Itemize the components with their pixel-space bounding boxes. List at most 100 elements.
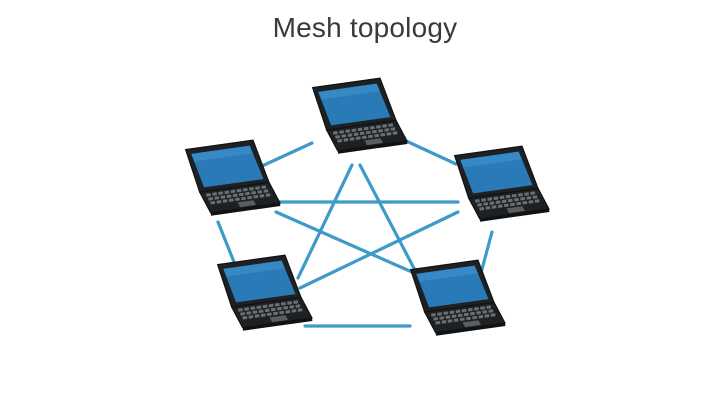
- laptop-key: [214, 196, 220, 200]
- diagram-title: Mesh topology: [272, 12, 458, 43]
- laptop-key: [524, 192, 530, 196]
- laptop-key: [255, 186, 261, 190]
- laptop-key: [281, 302, 286, 306]
- laptop-key: [242, 316, 248, 320]
- laptop-key: [466, 316, 471, 321]
- laptop-key: [532, 195, 538, 199]
- laptop-key: [247, 195, 253, 200]
- laptop-key: [368, 134, 373, 139]
- laptop-key: [224, 190, 230, 195]
- laptop-key: [291, 309, 297, 313]
- laptop-key: [479, 207, 485, 211]
- laptop-key: [369, 125, 375, 130]
- laptop-key: [265, 193, 271, 197]
- laptop-key: [478, 314, 484, 319]
- laptop-key: [499, 195, 505, 200]
- laptop-key: [264, 308, 270, 313]
- laptop-key: [228, 198, 234, 202]
- laptop-key: [238, 192, 244, 197]
- nodes-layer: [184, 77, 550, 336]
- laptop-trackpad: [269, 315, 289, 323]
- laptop-key: [392, 131, 398, 135]
- laptop-key: [495, 200, 501, 204]
- laptop-key: [226, 194, 232, 198]
- laptop-key: [234, 197, 240, 202]
- laptop-key: [337, 139, 343, 143]
- laptop-key: [339, 130, 345, 134]
- laptop-key: [437, 312, 443, 316]
- laptop-key: [285, 309, 291, 314]
- laptop-key: [270, 307, 276, 312]
- link-left-bottom-left: [216, 220, 236, 264]
- laptop-key: [497, 204, 503, 208]
- laptop-trackpad: [462, 320, 482, 328]
- laptop-key: [480, 306, 486, 310]
- laptop-key: [248, 315, 254, 319]
- laptop-key: [293, 300, 299, 304]
- laptop-key: [384, 128, 390, 132]
- laptop-key: [208, 197, 214, 201]
- laptop-base-edge: [479, 209, 550, 222]
- laptop-key: [268, 303, 274, 308]
- laptop-key: [333, 131, 338, 135]
- link-top-left: [260, 141, 314, 168]
- laptop-key: [279, 310, 285, 315]
- laptop-key: [390, 127, 396, 131]
- laptop-key: [431, 313, 436, 317]
- laptop-screen-highlight: [318, 83, 380, 100]
- laptop-key: [357, 127, 363, 132]
- laptop-key: [218, 191, 224, 195]
- laptop-key: [380, 132, 386, 137]
- laptop-key: [244, 307, 250, 311]
- laptop-screen-highlight: [223, 260, 285, 277]
- laptop-key: [484, 314, 490, 318]
- laptop-key: [222, 199, 228, 203]
- laptop-key: [241, 196, 246, 201]
- laptop-key: [482, 310, 488, 314]
- laptop-key: [459, 317, 465, 322]
- laptop-key: [262, 304, 268, 309]
- laptop-key: [514, 197, 519, 202]
- laptop-key: [249, 187, 254, 191]
- laptop-keyboard: [475, 191, 540, 211]
- laptop-key: [220, 195, 226, 199]
- laptop-key: [501, 199, 507, 204]
- laptop-screen-highlight: [416, 265, 478, 282]
- laptop-key: [457, 313, 463, 318]
- laptop-key: [359, 131, 365, 136]
- laptop-key: [287, 301, 293, 305]
- laptop-base-edge: [242, 318, 313, 331]
- laptop-keyboard: [431, 305, 496, 325]
- laptop-key: [246, 311, 252, 315]
- laptop-key: [470, 311, 475, 316]
- laptop-key: [297, 308, 303, 312]
- laptop-key: [353, 132, 359, 136]
- laptop-key: [439, 316, 445, 320]
- laptop-base-edge: [435, 323, 506, 336]
- laptop-key: [335, 135, 341, 139]
- laptop-key: [483, 202, 489, 206]
- laptop-key: [361, 135, 367, 140]
- laptop-key: [441, 320, 447, 324]
- laptop-key: [475, 199, 480, 203]
- laptop-bottom-left-icon: [216, 254, 313, 331]
- laptop-key: [242, 187, 248, 192]
- links-layer: [216, 138, 494, 328]
- laptop-key: [216, 200, 222, 204]
- laptop-key: [530, 191, 536, 195]
- laptop-key: [277, 306, 282, 311]
- laptop-left-icon: [184, 139, 281, 216]
- laptop-key: [245, 191, 250, 196]
- link-right-bottom-left: [298, 210, 460, 290]
- laptop-key: [433, 317, 439, 321]
- laptop-key: [493, 196, 499, 201]
- laptop-key: [449, 310, 455, 315]
- link-top-bottom-right: [358, 163, 420, 278]
- laptop-key: [472, 315, 478, 320]
- laptop-key: [355, 136, 361, 140]
- laptop-key: [485, 206, 491, 210]
- laptop-keyboard: [206, 185, 271, 205]
- laptop-right-icon: [453, 145, 550, 222]
- laptop-key: [451, 314, 457, 318]
- laptop-key: [491, 205, 497, 209]
